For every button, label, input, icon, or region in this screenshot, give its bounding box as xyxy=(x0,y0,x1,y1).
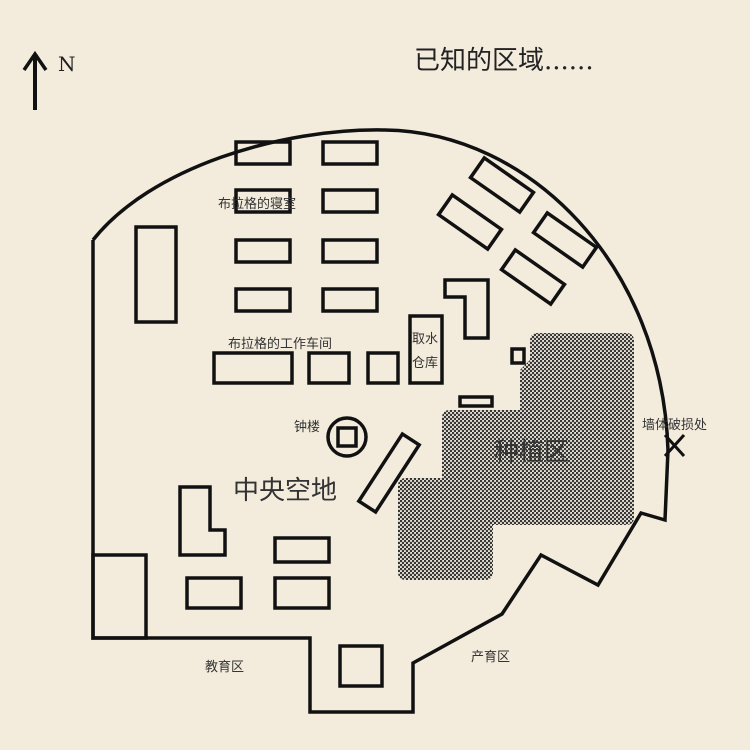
settlement-wall xyxy=(91,128,670,714)
label-central-plaza: 中央空地 xyxy=(233,476,338,506)
label-water-2: 仓库 xyxy=(412,356,439,371)
label-breeding: 产育区 xyxy=(471,650,511,665)
map-title: 已知的区域...... xyxy=(414,46,594,76)
label-workshop: 布拉格的工作车间 xyxy=(228,337,333,352)
compass-label: N xyxy=(58,52,76,76)
label-bedroom: 布拉格的寝室 xyxy=(218,197,297,212)
planting-area xyxy=(398,333,634,580)
label-planting: 种植区 xyxy=(494,437,570,466)
breach-x-icon xyxy=(663,433,686,458)
label-water-1: 取水 xyxy=(412,332,439,347)
north-arrow-icon xyxy=(22,50,48,110)
label-education: 教育区 xyxy=(205,660,245,675)
buildings xyxy=(91,140,599,688)
label-clock-tower: 钟楼 xyxy=(294,420,321,435)
label-wall-breach: 墙体破损处 xyxy=(642,418,708,433)
